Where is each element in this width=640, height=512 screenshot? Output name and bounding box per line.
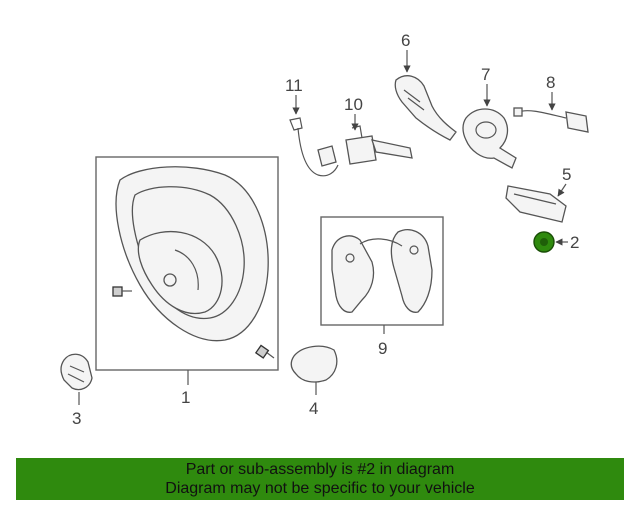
part-3-cover: 3 (60, 353, 93, 428)
steering-wheel-hub (137, 230, 223, 314)
switch-frame (320, 216, 444, 326)
bolt-right (254, 344, 275, 359)
switch-assembly: 9 (320, 216, 444, 358)
bolt-left (112, 286, 132, 297)
callout-7: 7 (481, 65, 490, 84)
callout-9: 9 (378, 339, 387, 358)
callout-1: 1 (181, 388, 190, 407)
part-5-detail (513, 193, 557, 205)
part-5-shape (505, 185, 567, 223)
callout-6: 6 (401, 31, 410, 50)
hub-detail (174, 249, 199, 291)
part-4-shape (290, 345, 338, 383)
banner-line-2: Diagram may not be specific to your vehi… (165, 480, 475, 497)
part-6-detail (403, 89, 425, 111)
part-2-center (540, 238, 548, 246)
hub-boss (163, 273, 177, 287)
steering-wheel-frame (95, 156, 279, 371)
part-8-plug (513, 107, 523, 117)
part-7-spiral-cable: 7 (462, 65, 517, 169)
callout-11: 11 (285, 76, 303, 95)
callout-10: 10 (344, 95, 363, 114)
part-10-switch: 10 (344, 95, 413, 165)
callout-4: 4 (309, 399, 318, 418)
callout-8: 8 (546, 73, 555, 92)
part-8-connector (565, 111, 589, 133)
part-11-shape (289, 117, 339, 177)
part-6-cover: 6 (394, 31, 457, 141)
callout-2: 2 (570, 233, 579, 252)
part-10-lever (371, 139, 413, 159)
part-4-cap: 4 (290, 345, 338, 418)
info-banner: Part or sub-assembly is #2 in diagram Di… (16, 458, 624, 500)
part-11-harness: 11 (285, 76, 339, 177)
banner-line-1: Part or sub-assembly is #2 in diagram (185, 461, 455, 478)
switch-left (331, 235, 375, 313)
parts-diagram: 1 3 4 9 11 10 (60, 31, 589, 428)
leader-5 (557, 183, 567, 197)
part-2-highlighted[interactable]: 2 (533, 231, 579, 253)
part-5-cover: 5 (505, 165, 571, 223)
part-3-shape (60, 353, 93, 391)
part-6-shape (394, 75, 457, 141)
switch-button-left (345, 253, 355, 263)
part-8-cable (517, 110, 567, 119)
callout-3: 3 (72, 409, 81, 428)
switch-wire (359, 238, 403, 247)
part-11-connector (317, 145, 337, 167)
part-10-tab (351, 125, 363, 139)
part-3-detail (67, 365, 85, 383)
part-8-wire: 8 (513, 73, 589, 133)
part-10-body (345, 135, 377, 165)
steering-wheel-assembly: 1 (95, 156, 279, 407)
part-7-ring (475, 121, 497, 139)
part-7-shape (462, 108, 517, 169)
callout-5: 5 (562, 165, 571, 184)
switch-button-right (409, 245, 419, 255)
switch-right (390, 229, 433, 313)
